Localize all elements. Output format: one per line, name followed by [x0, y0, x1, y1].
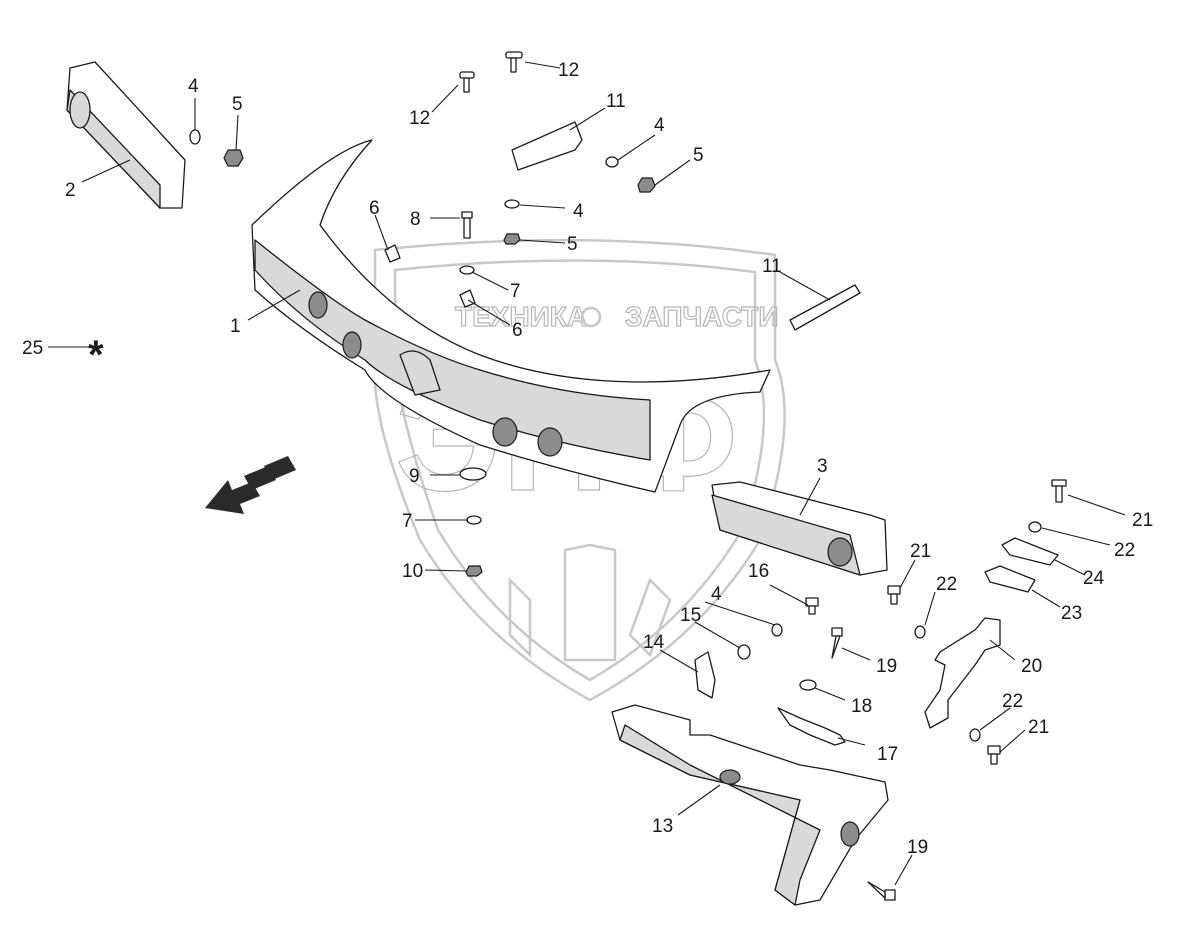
callout-label: 3 — [817, 456, 828, 477]
washer-4b — [605, 156, 619, 168]
part-13-support — [611, 704, 889, 906]
star-marker: * — [88, 333, 104, 377]
part-24-shim — [1001, 537, 1059, 566]
part-11-bracket-right — [789, 284, 861, 331]
part-2-end-cap — [66, 61, 186, 209]
clip-6b — [459, 289, 476, 308]
callout-label: 4 — [188, 76, 199, 97]
washer-22c — [969, 728, 981, 742]
gear-icon — [580, 306, 602, 328]
callout-label: 5 — [567, 234, 578, 255]
part-23-plate — [984, 565, 1036, 593]
callout-label: 22 — [1002, 691, 1023, 712]
clip-6a — [384, 244, 401, 263]
callout-label: 6 — [369, 198, 380, 219]
callout-label: 21 — [910, 541, 931, 562]
callout-label: 1 — [230, 316, 241, 337]
part-11-bracket-top — [511, 121, 583, 171]
callout-label: 23 — [1061, 603, 1082, 624]
bolt-21a — [1051, 479, 1067, 503]
callout-label: 11 — [606, 91, 626, 112]
screw-19b — [867, 881, 896, 901]
callout-label: 4 — [654, 115, 665, 136]
callout-label: 7 — [402, 511, 413, 532]
callout-label: 21 — [1132, 510, 1153, 531]
screw-19a — [831, 627, 843, 659]
bolt-8 — [461, 211, 473, 239]
callout-label: 9 — [409, 466, 420, 487]
washer-9 — [459, 467, 487, 481]
callout-label: 4 — [573, 201, 584, 222]
nut-10 — [465, 565, 483, 577]
washer-4d — [771, 623, 783, 637]
washer-18 — [799, 679, 817, 691]
callout-label: 24 — [1083, 568, 1105, 589]
callout-label: 5 — [693, 145, 704, 166]
callout-label: 21 — [1028, 717, 1049, 738]
callout-label: 16 — [748, 561, 769, 582]
callout-label: 12 — [409, 108, 430, 129]
callout-label: 2 — [65, 180, 76, 201]
part-3-end-cap — [711, 481, 888, 576]
callout-label: 11 — [762, 256, 782, 277]
bolt-21b — [887, 585, 901, 605]
washer-4c — [504, 199, 520, 209]
nut-5b — [637, 177, 656, 193]
callout-label: 8 — [410, 209, 421, 230]
washer-15 — [737, 644, 751, 660]
washer-7b — [466, 515, 482, 525]
callout-label: 18 — [851, 696, 872, 717]
bolt-12a — [505, 51, 523, 73]
callout-label: 6 — [512, 320, 523, 341]
callout-label: 13 — [652, 816, 673, 837]
washer-7a — [459, 265, 475, 275]
part-1-bumper — [251, 139, 771, 493]
forward-arrow-icon — [205, 456, 296, 514]
callout-label: 12 — [558, 60, 579, 81]
callout-label: 4 — [711, 584, 722, 605]
callout-label: 19 — [876, 656, 897, 677]
bolt-16 — [805, 597, 819, 615]
callout-label: 15 — [680, 605, 701, 626]
bolt-21c — [987, 745, 1001, 765]
callout-label: 22 — [1114, 540, 1135, 561]
callout-label: 7 — [510, 281, 521, 302]
nut-5c — [503, 233, 521, 245]
washer-22a — [1028, 521, 1042, 533]
part-14-bracket — [694, 651, 716, 699]
callout-label: 17 — [877, 744, 898, 765]
callout-label: 25 — [22, 338, 43, 359]
washer-22b — [914, 625, 926, 639]
part-17-plate — [777, 707, 846, 746]
callout-label: 20 — [1021, 656, 1042, 677]
callout-label: 10 — [402, 561, 423, 582]
leader-lines — [48, 61, 1126, 886]
washer-4a — [189, 129, 201, 145]
watermark-right-text: ЗАПЧАСТИ — [625, 301, 778, 332]
part-20-bracket — [924, 617, 1001, 729]
callout-label: 22 — [936, 574, 957, 595]
bolt-12b — [459, 71, 475, 93]
callout-label: 5 — [232, 94, 243, 115]
callout-label: 14 — [643, 632, 665, 653]
callout-labels: 1 2 3 4 4 4 4 5 5 5 6 6 7 7 8 9 10 11 11… — [22, 60, 1153, 858]
callout-label: 19 — [907, 837, 928, 858]
nut-5a — [223, 149, 244, 167]
